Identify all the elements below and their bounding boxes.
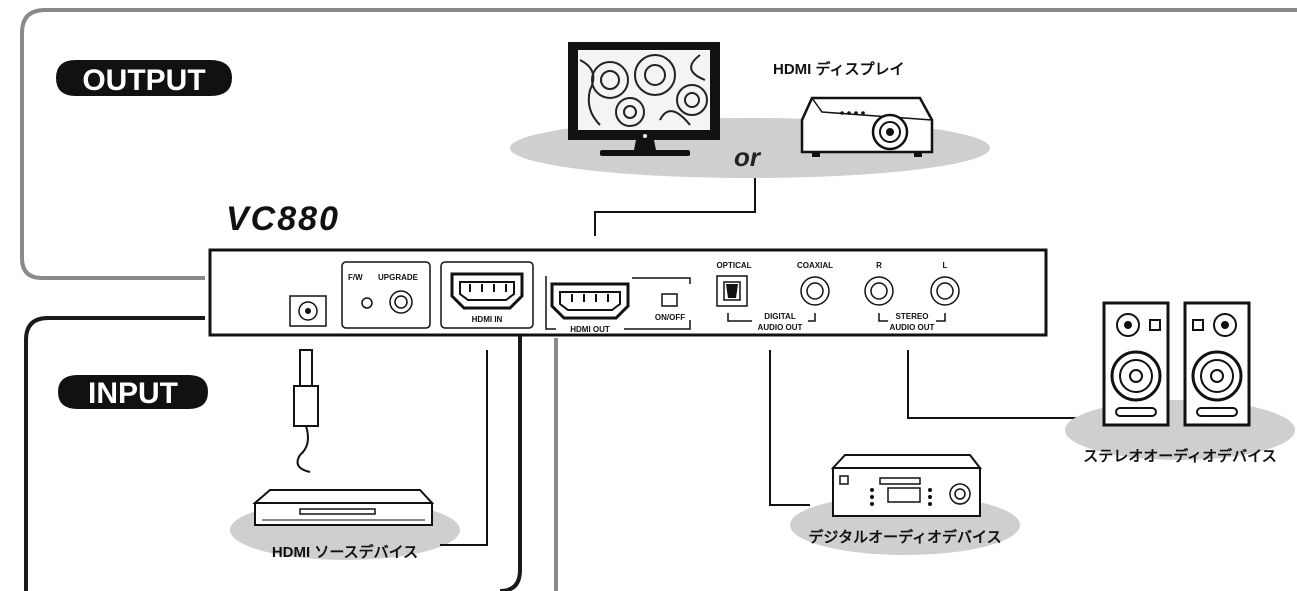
on-off-switch xyxy=(661,293,678,307)
coaxial-label: COAXIAL xyxy=(797,261,833,270)
power-cable-icon xyxy=(293,349,319,473)
upgrade-label: UPGRADE xyxy=(378,273,419,282)
audio-l-port-icon xyxy=(930,276,960,306)
hdmi-out-bracket xyxy=(545,276,691,330)
digital-audio-device-icon xyxy=(830,454,983,517)
hdmi-in-label: HDMI IN xyxy=(472,315,503,324)
fw-upgrade-block xyxy=(341,261,431,329)
stereo-audio-bracket xyxy=(878,313,946,322)
input-frame-right xyxy=(499,336,522,591)
input-badge-text: INPUT xyxy=(88,377,178,410)
stereo-audio-cable xyxy=(907,350,1090,419)
speaker-right-icon xyxy=(1183,301,1251,427)
power-jack-icon xyxy=(289,295,327,327)
hdmi-out-top-bracket xyxy=(632,277,691,284)
or-label: or xyxy=(734,142,762,172)
stereo-audio-out-label-1: STEREO xyxy=(896,312,929,321)
output-frame xyxy=(20,8,1297,280)
on-off-label: ON/OFF xyxy=(655,313,685,322)
digital-audio-out-label-2: AUDIO OUT xyxy=(758,323,803,332)
hdmi-in-cable xyxy=(440,350,488,546)
digital-audio-cable xyxy=(769,350,810,506)
stereo-audio-device-label: ステレオオーディオデバイス xyxy=(1083,447,1277,465)
optical-label: OPTICAL xyxy=(716,261,751,270)
hdmi-out-port-icon xyxy=(550,282,630,320)
hdmi-in-port-icon xyxy=(450,272,524,310)
hdmi-display-label: HDMI ディスプレイ xyxy=(773,60,904,78)
digital-audio-out-label-1: DIGITAL xyxy=(764,312,796,321)
r-label: R xyxy=(876,261,882,270)
optical-port-icon xyxy=(716,275,748,307)
digital-audio-device-label: デジタルオーディオデバイス xyxy=(808,528,1001,546)
speaker-left-icon xyxy=(1102,301,1170,427)
input-frame xyxy=(24,316,205,591)
output-badge-text: OUTPUT xyxy=(82,64,205,97)
stereo-audio-out-label-2: AUDIO OUT xyxy=(890,323,935,332)
l-label: L xyxy=(943,261,948,270)
projector-icon xyxy=(800,96,934,157)
model-name: VC880 xyxy=(226,200,340,238)
dvd-player-icon xyxy=(252,489,435,526)
source-device-label: HDMI ソースデバイス xyxy=(272,543,418,561)
tv-icon xyxy=(568,42,720,156)
hdmi-out-cable xyxy=(594,178,756,236)
upgrade-port-icon xyxy=(389,290,413,314)
digital-audio-bracket xyxy=(727,313,816,322)
fw-button-icon xyxy=(361,297,373,309)
hdmi-out-label: HDMI OUT xyxy=(570,325,610,334)
output-badge: OUTPUT xyxy=(56,60,232,97)
audio-r-port-icon xyxy=(864,276,894,306)
fw-label: F/W xyxy=(348,273,363,282)
input-badge: INPUT xyxy=(58,375,208,410)
coaxial-port-icon xyxy=(800,276,830,306)
